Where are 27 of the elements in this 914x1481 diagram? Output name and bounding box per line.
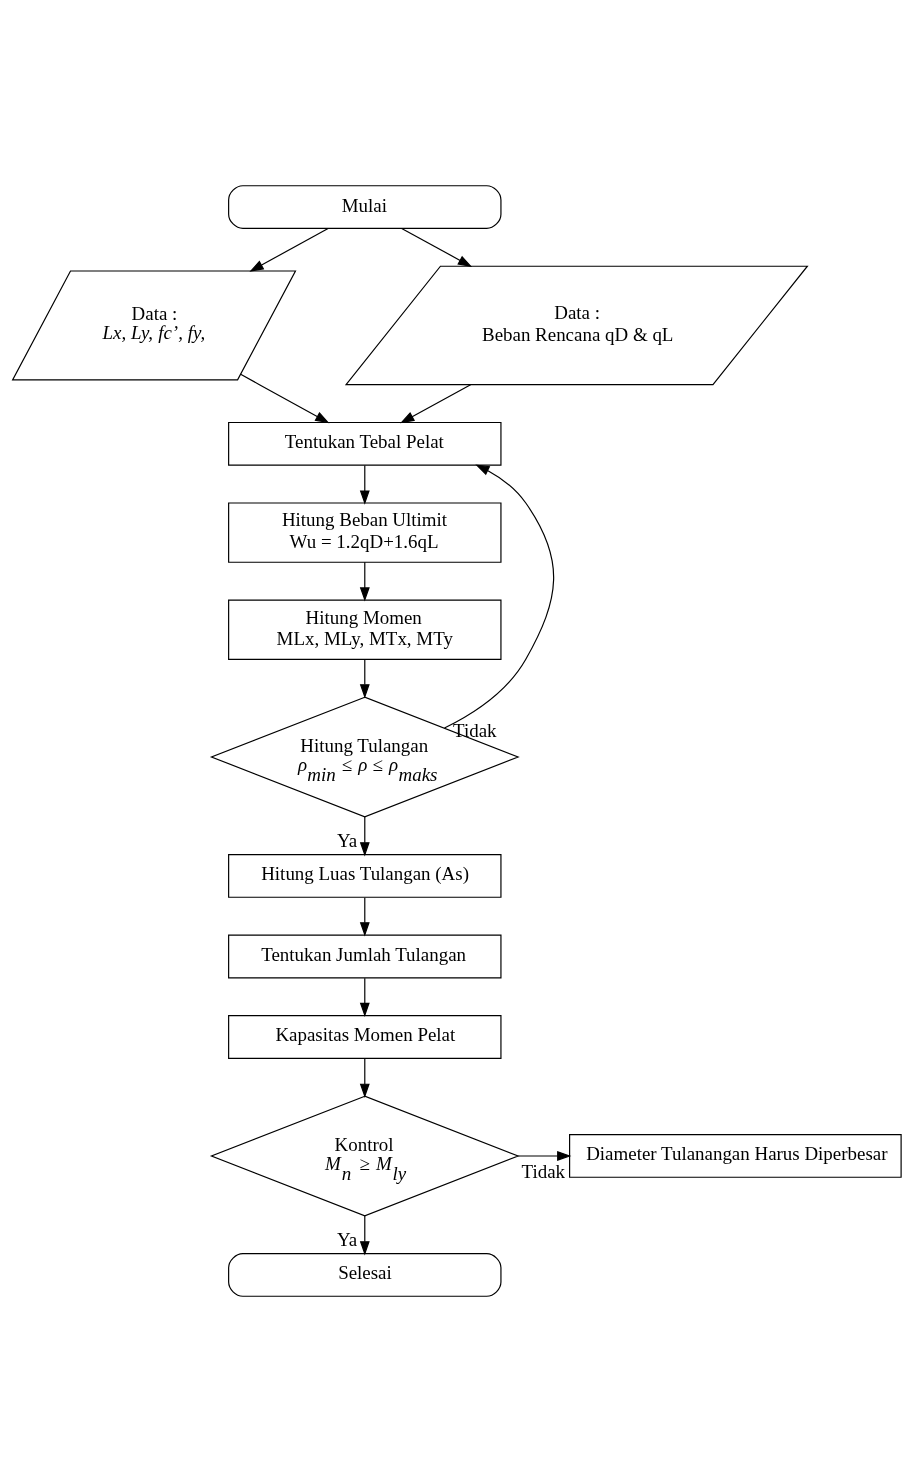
- node-box: Hitung Momen MLx, MLy, MTx, MTy: [228, 599, 502, 660]
- node-box: Diameter Tulanangan Harus Diperbesar: [569, 1133, 902, 1178]
- edge-label: Tidak: [453, 719, 497, 741]
- arrow: [359, 1214, 370, 1255]
- arrow: [359, 658, 370, 698]
- node-box: Hitung Beban Ultimit Wu = 1.2qD+1.6qL: [228, 501, 502, 563]
- arrow: [359, 896, 370, 936]
- node-box: Tentukan Jumlah Tulangan: [228, 934, 502, 978]
- arrow: [359, 464, 370, 505]
- arrow: [359, 1057, 370, 1098]
- arrow: [249, 227, 329, 272]
- arrow: [240, 373, 330, 423]
- arrow: [359, 561, 370, 602]
- arrow: [443, 463, 555, 729]
- arrow: [517, 1150, 572, 1161]
- node-box: Mulai: [228, 184, 502, 229]
- node-box: Tentukan Tebal Pelat: [228, 421, 502, 466]
- edge-label: Ya: [337, 1228, 358, 1250]
- arrow: [400, 383, 472, 423]
- node-box: Hitung Luas Tulangan (As): [228, 853, 502, 898]
- edge-label: Ya: [337, 829, 358, 851]
- edge-label: Tidak: [521, 1160, 566, 1182]
- arrow: [401, 227, 473, 267]
- node-box: Selesai: [228, 1252, 502, 1297]
- arrow: [359, 815, 370, 856]
- node-box: Kapasitas Momen Pelat: [228, 1014, 502, 1059]
- arrow: [359, 977, 370, 1017]
